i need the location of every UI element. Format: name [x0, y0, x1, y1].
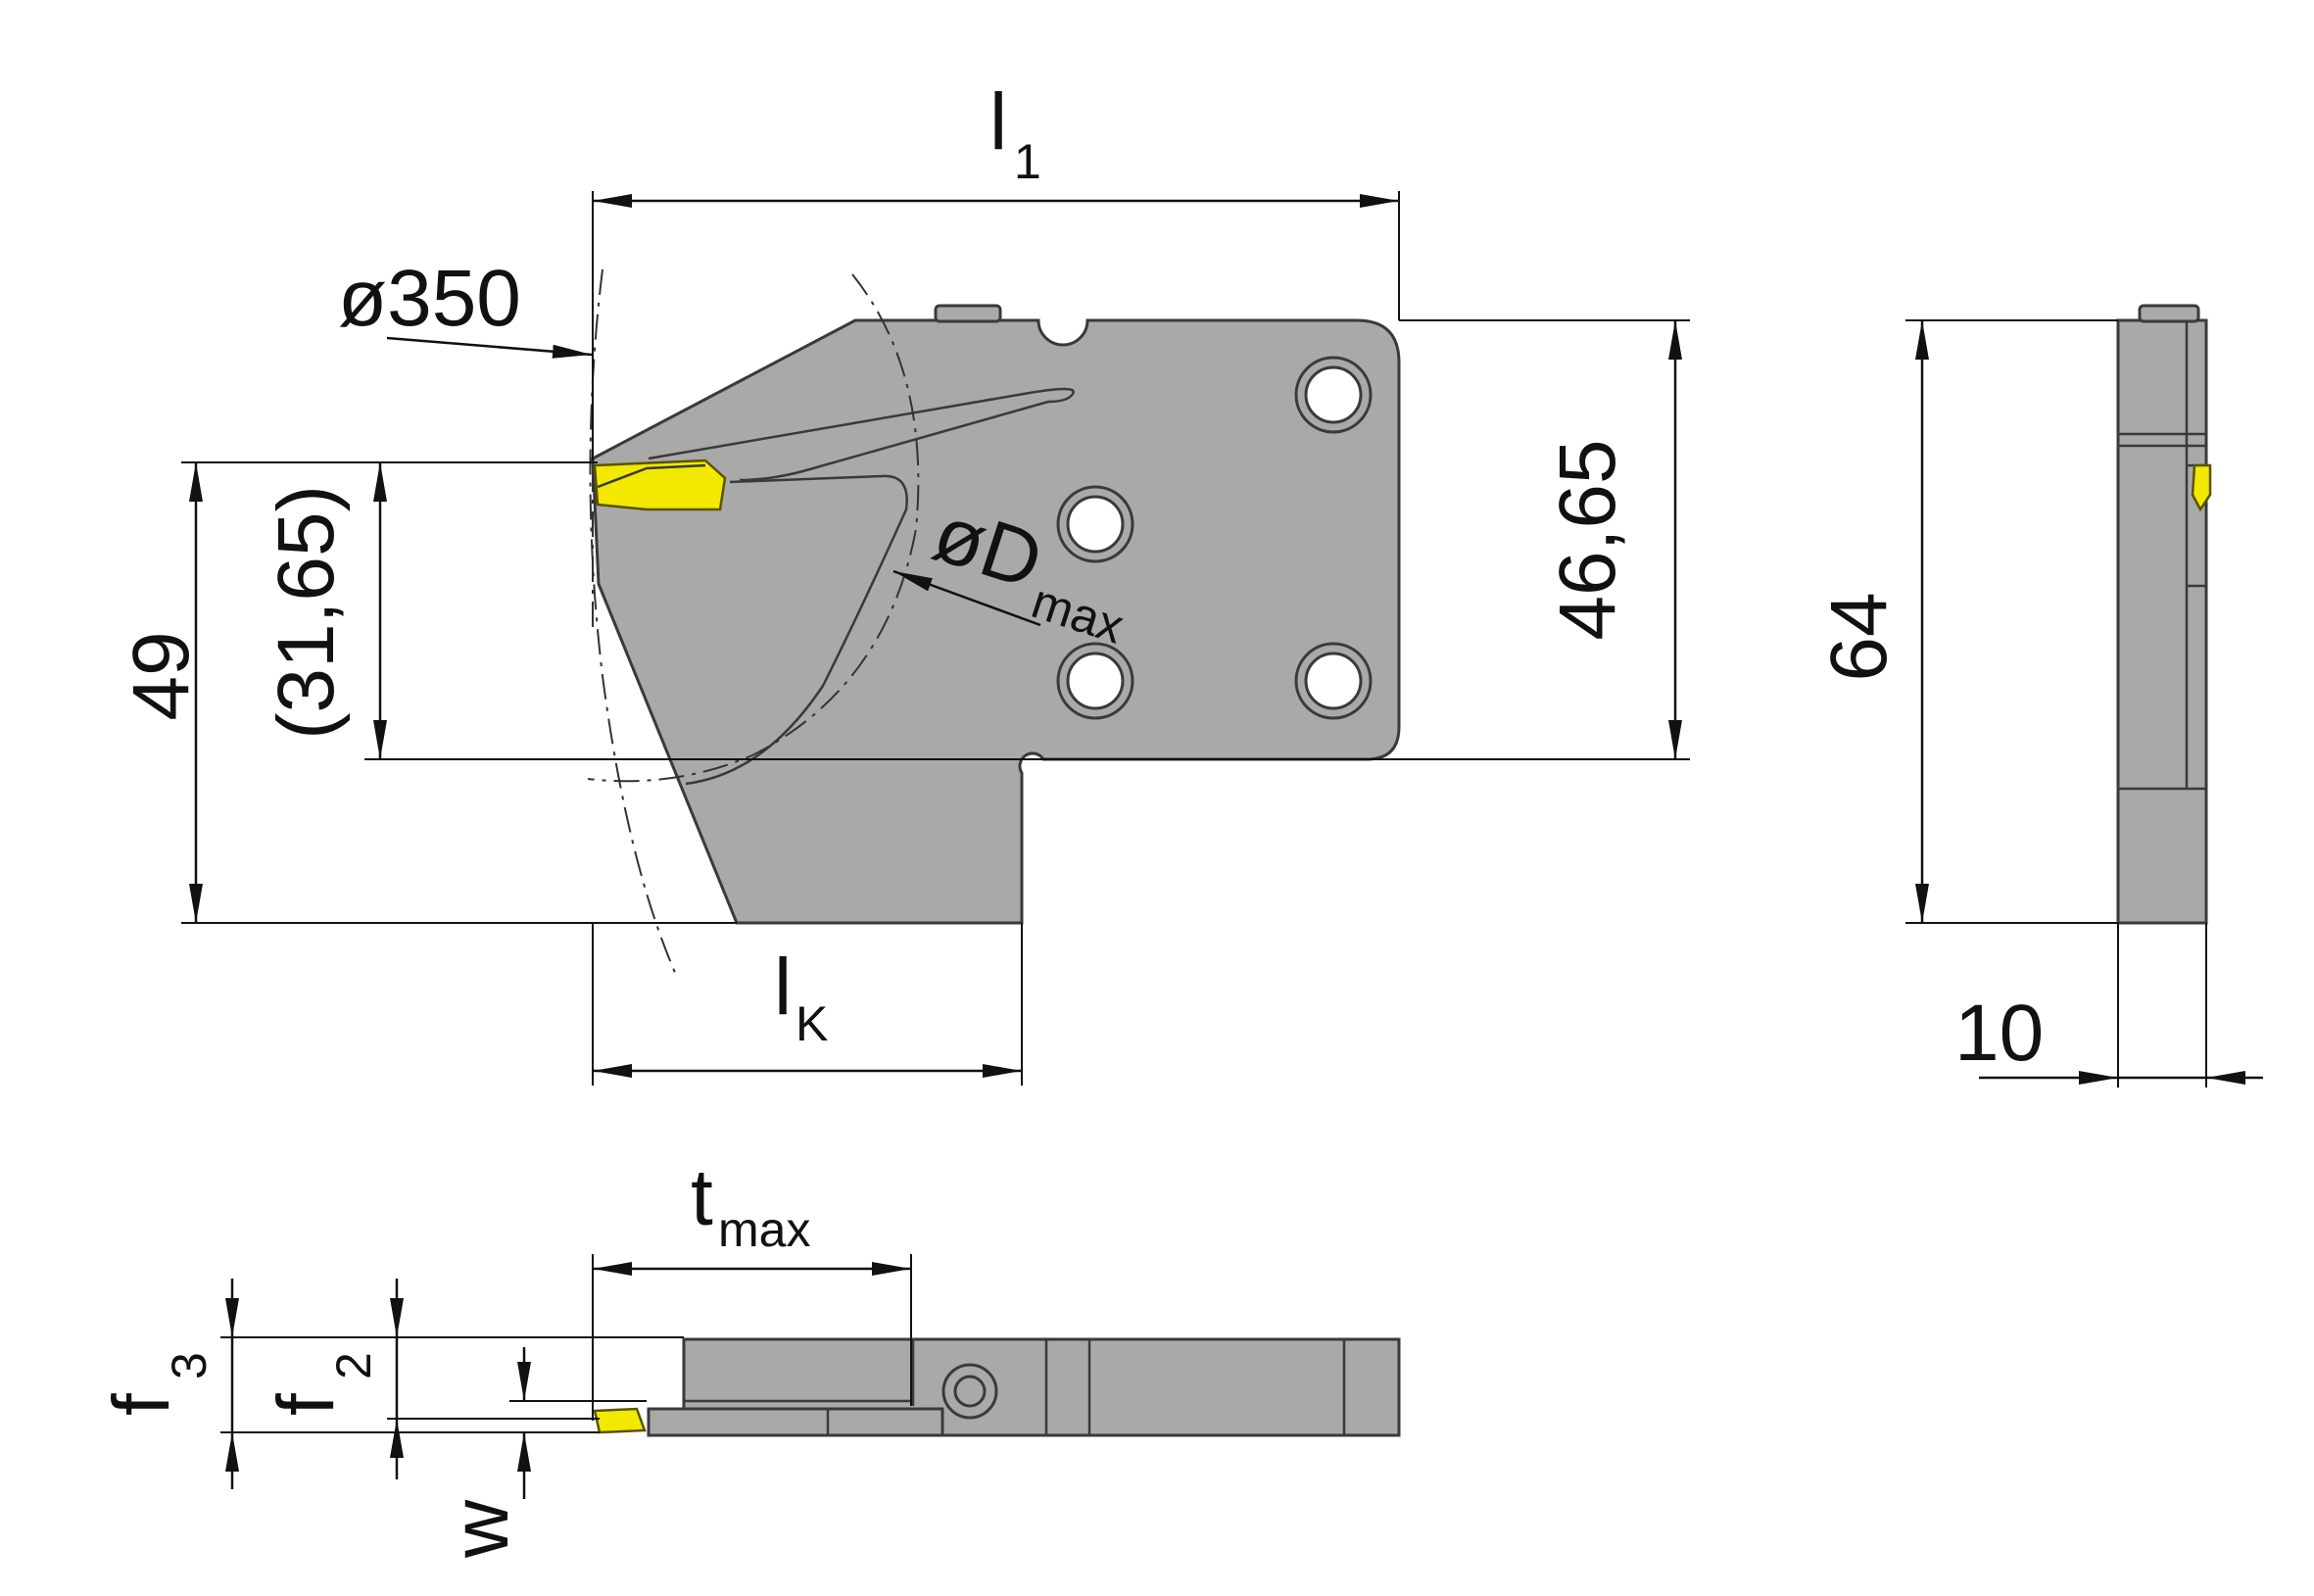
top-insert [593, 1407, 647, 1434]
top-body [682, 1337, 1401, 1437]
dimension-labels: l 1 ø350 46,65 49 (31,65) øD max l K 64 … [97, 77, 2044, 1559]
clamp-screw-top [934, 304, 1002, 323]
centerline-dia350 [589, 268, 677, 976]
label-64: 64 [1814, 592, 1904, 681]
label-dia350: ø350 [338, 254, 521, 343]
label-w: w [436, 1499, 525, 1559]
label-49: 49 [117, 631, 206, 720]
dimension-lines [181, 191, 2263, 1499]
top-clamp-screw [953, 1375, 987, 1408]
top-view [593, 1337, 1401, 1437]
label-46-65: 46,65 [1543, 439, 1632, 640]
holder-body [591, 318, 1401, 925]
side-body [2116, 318, 2208, 925]
label-tmax: t [691, 1153, 713, 1242]
insert-edge [597, 463, 706, 489]
label-31-65: (31,65) [262, 485, 351, 740]
label-l1: l [989, 77, 1007, 167]
mounting-hole [1304, 365, 1363, 424]
label-f3: f [97, 1393, 186, 1416]
label-l1-sub: 1 [1014, 134, 1041, 189]
side-clamp-top [2138, 304, 2200, 323]
spring-slot [648, 387, 1075, 482]
mounting-hole [1066, 495, 1125, 554]
label-lk-sub: K [795, 996, 828, 1051]
label-f2: f [262, 1393, 351, 1416]
top-blade [647, 1407, 944, 1437]
side-view [2116, 304, 2212, 925]
label-f3-sub: 3 [162, 1352, 217, 1379]
cutting-insert [593, 459, 727, 511]
side-insert [2191, 463, 2212, 512]
mounting-hole [1066, 652, 1125, 710]
label-10: 10 [1954, 989, 2044, 1078]
front-view [587, 268, 1401, 976]
label-lk: l [774, 943, 792, 1032]
mounting-hole [1304, 652, 1363, 710]
label-tmax-sub: max [718, 1202, 810, 1257]
label-f2-sub: 2 [326, 1352, 381, 1379]
